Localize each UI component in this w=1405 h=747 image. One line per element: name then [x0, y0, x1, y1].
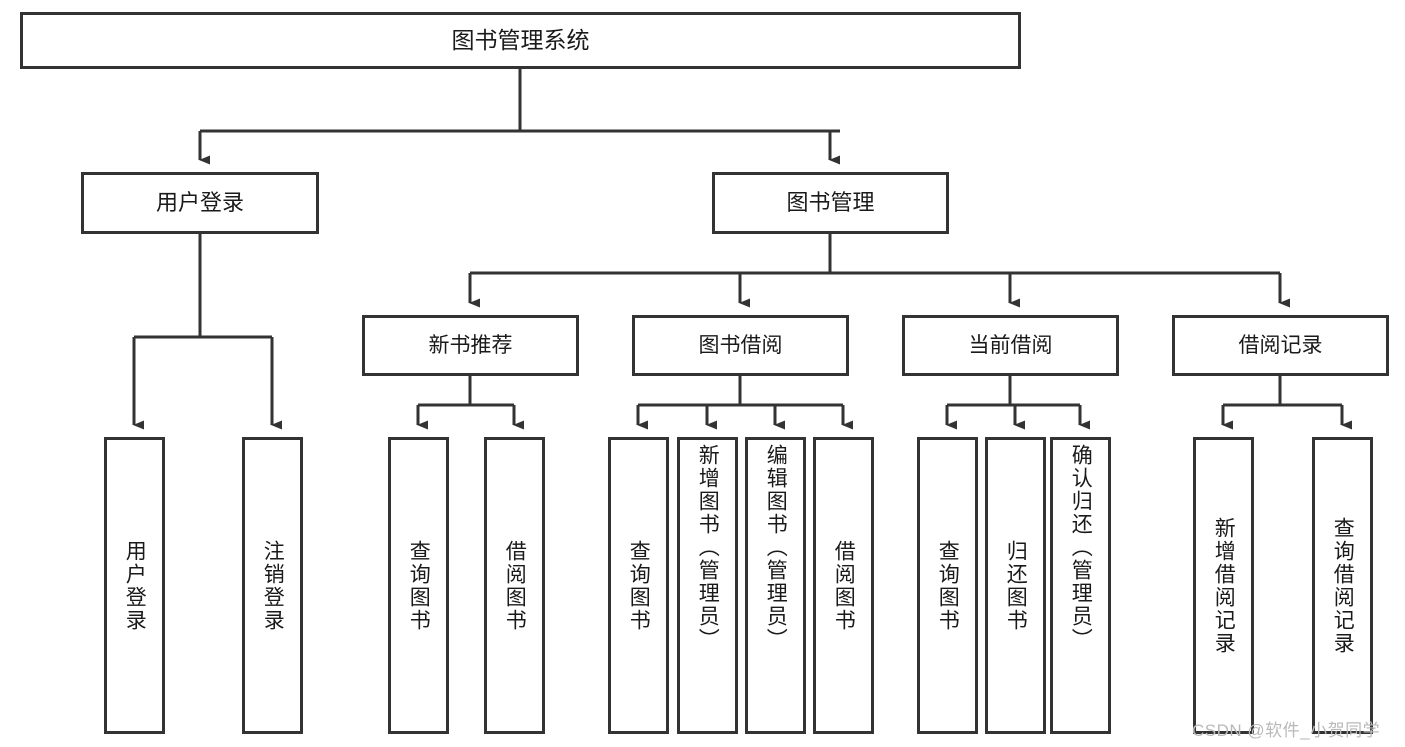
node-current-borrow[interactable]: 当前借阅: [902, 315, 1119, 376]
node-new-book-recommend[interactable]: 新书推荐: [362, 315, 579, 376]
leaf-query-book-current[interactable]: 查询图书: [917, 437, 978, 734]
node-label: 用户登录: [155, 189, 244, 215]
node-label: 图书管理系统: [451, 26, 590, 53]
leaf-edit-book-admin[interactable]: 编辑图书（管理员）: [745, 437, 806, 734]
node-label: 查询借阅记录: [1331, 516, 1355, 655]
node-label: 借阅图书: [832, 539, 856, 632]
leaf-query-book-borrow[interactable]: 查询图书: [608, 437, 669, 734]
leaf-query-book-recommend[interactable]: 查询图书: [388, 437, 449, 734]
node-label: 查询图书: [936, 539, 960, 632]
node-label: 查询图书: [627, 539, 651, 632]
node-label: 注销登录: [261, 539, 285, 632]
leaf-user-login[interactable]: 用户登录: [104, 437, 165, 734]
leaf-query-borrow-record[interactable]: 查询借阅记录: [1312, 437, 1373, 734]
leaf-add-borrow-record[interactable]: 新增借阅记录: [1193, 437, 1254, 734]
node-user-login[interactable]: 用户登录: [81, 172, 319, 234]
node-label: 图书借阅: [698, 333, 783, 357]
leaf-return-book[interactable]: 归还图书: [985, 437, 1046, 734]
node-root[interactable]: 图书管理系统: [20, 12, 1021, 69]
node-label: 查询图书: [407, 539, 431, 632]
leaf-confirm-return-admin[interactable]: 确认归还（管理员）: [1050, 437, 1111, 734]
node-label: 新书推荐: [428, 333, 513, 357]
node-label: 借阅图书: [503, 539, 527, 632]
node-label: 新增图书（管理员）: [696, 444, 720, 651]
node-label: 当前借阅: [968, 333, 1053, 357]
node-label: 图书管理: [786, 189, 875, 215]
node-borrow-record[interactable]: 借阅记录: [1172, 315, 1389, 376]
node-label: 编辑图书（管理员）: [764, 444, 788, 651]
leaf-logout-login[interactable]: 注销登录: [242, 437, 303, 734]
node-label: 新增借阅记录: [1212, 516, 1236, 655]
node-book-borrow[interactable]: 图书借阅: [632, 315, 849, 376]
node-book-management[interactable]: 图书管理: [712, 172, 949, 234]
leaf-add-book-admin[interactable]: 新增图书（管理员）: [677, 437, 738, 734]
leaf-borrow-book[interactable]: 借阅图书: [813, 437, 874, 734]
node-label: 用户登录: [123, 539, 147, 632]
leaf-borrow-book-recommend[interactable]: 借阅图书: [484, 437, 545, 734]
node-label: 确认归还（管理员）: [1069, 444, 1093, 651]
node-label: 借阅记录: [1238, 333, 1323, 357]
watermark: CSDN @软件_小贺同学: [1192, 721, 1381, 740]
node-label: 归还图书: [1004, 539, 1028, 632]
